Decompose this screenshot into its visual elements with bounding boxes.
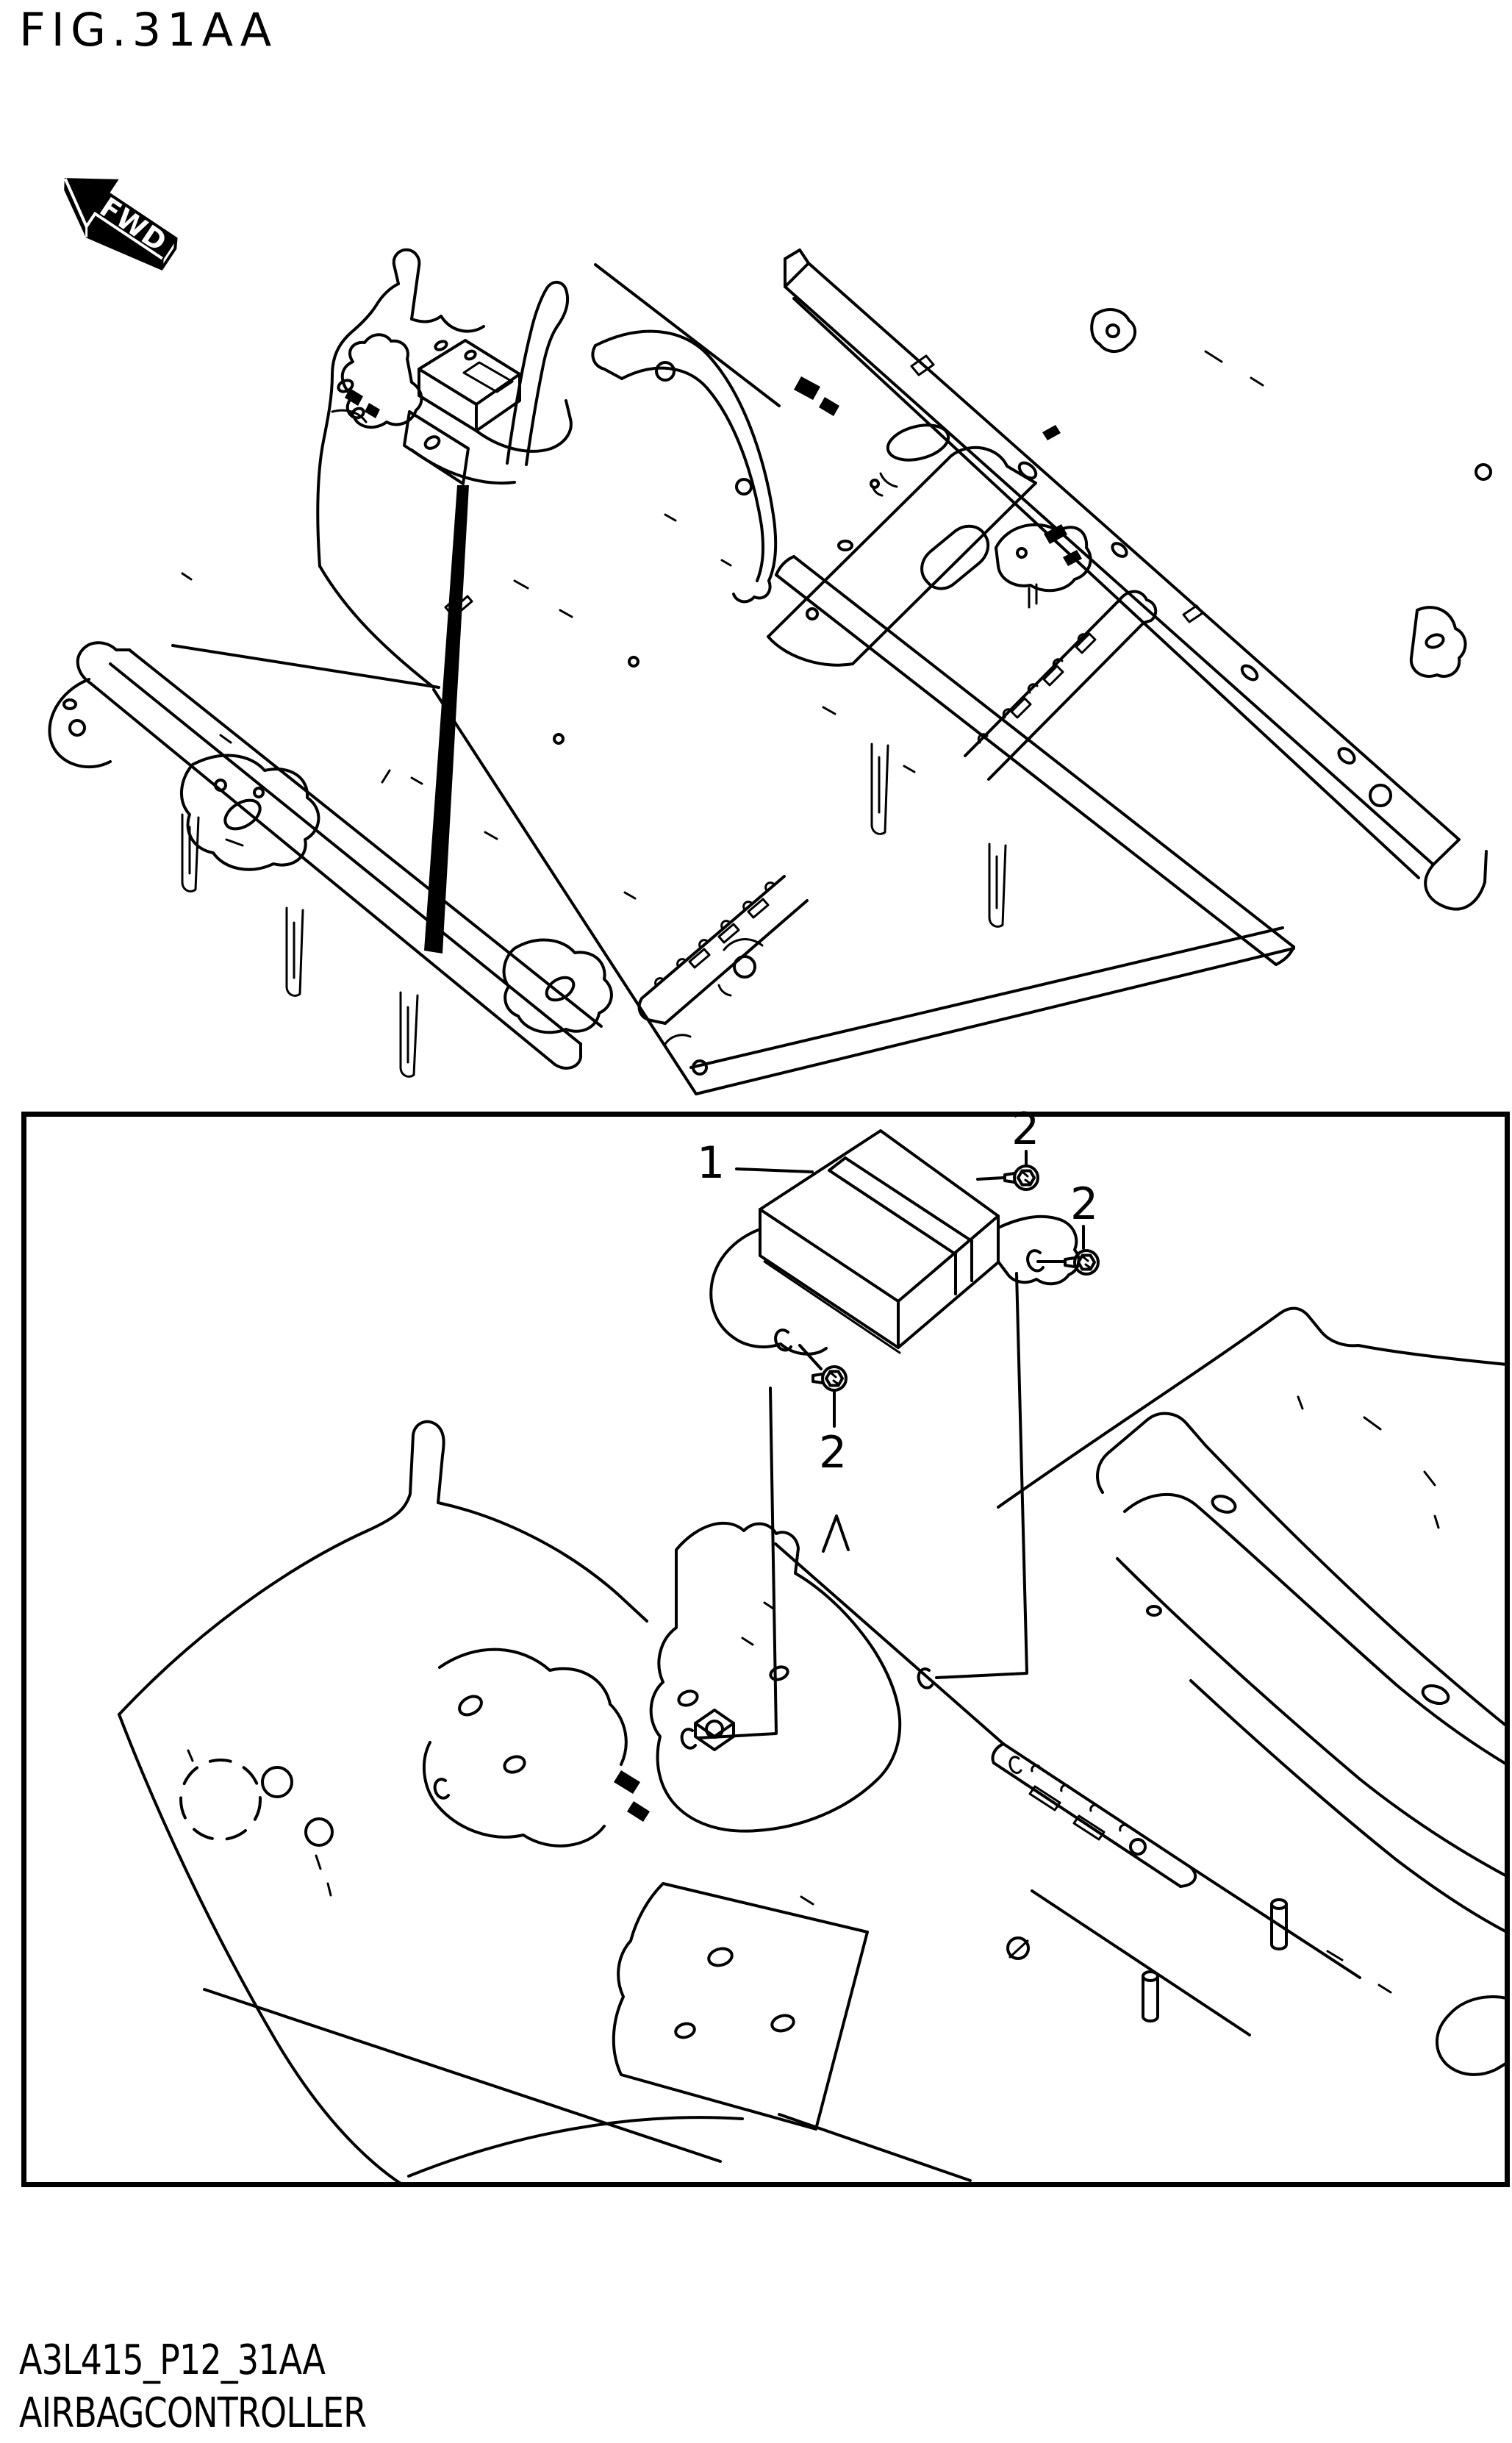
stud-pin (1270, 1898, 1288, 1950)
pointer-wedge (424, 485, 469, 954)
stud-pin (1142, 1970, 1159, 2022)
fwd-arrow-end-face (160, 237, 178, 271)
callout-2-upper-right-label: 2 (1011, 1104, 1040, 1155)
footer-caption: AIRBAGCONTROLLER (19, 2389, 367, 2437)
bolt-icon (1064, 1249, 1100, 1276)
callout-2-right-label: 2 (1070, 1178, 1099, 1230)
fwd-arrow-icon: FWD (63, 178, 178, 271)
detail-inset-drawing (118, 1129, 1508, 2186)
projection-line-right (935, 1272, 1028, 1679)
floor-pan-drawing (48, 248, 1492, 1095)
callout-1-label: 1 (697, 1137, 725, 1189)
airbag-controller-detail (709, 1129, 1081, 1356)
projection-line-left (697, 1387, 778, 1739)
callout-leader-lines (735, 1150, 1085, 1428)
bolt-icon (1003, 1165, 1039, 1191)
fwd-arrow-edge-highlight (63, 178, 163, 260)
fwd-arrow-corner-line (85, 226, 88, 237)
callout-2-lower-left-label: 2 (819, 1427, 848, 1478)
airbag-controller-small (403, 339, 573, 485)
bolt-icon (811, 1365, 848, 1392)
detail-inset-border (21, 1112, 1510, 2187)
footer-code: A3L415_P12_31AA (19, 2336, 326, 2384)
figure-title: FIG.31AA (19, 3, 278, 57)
